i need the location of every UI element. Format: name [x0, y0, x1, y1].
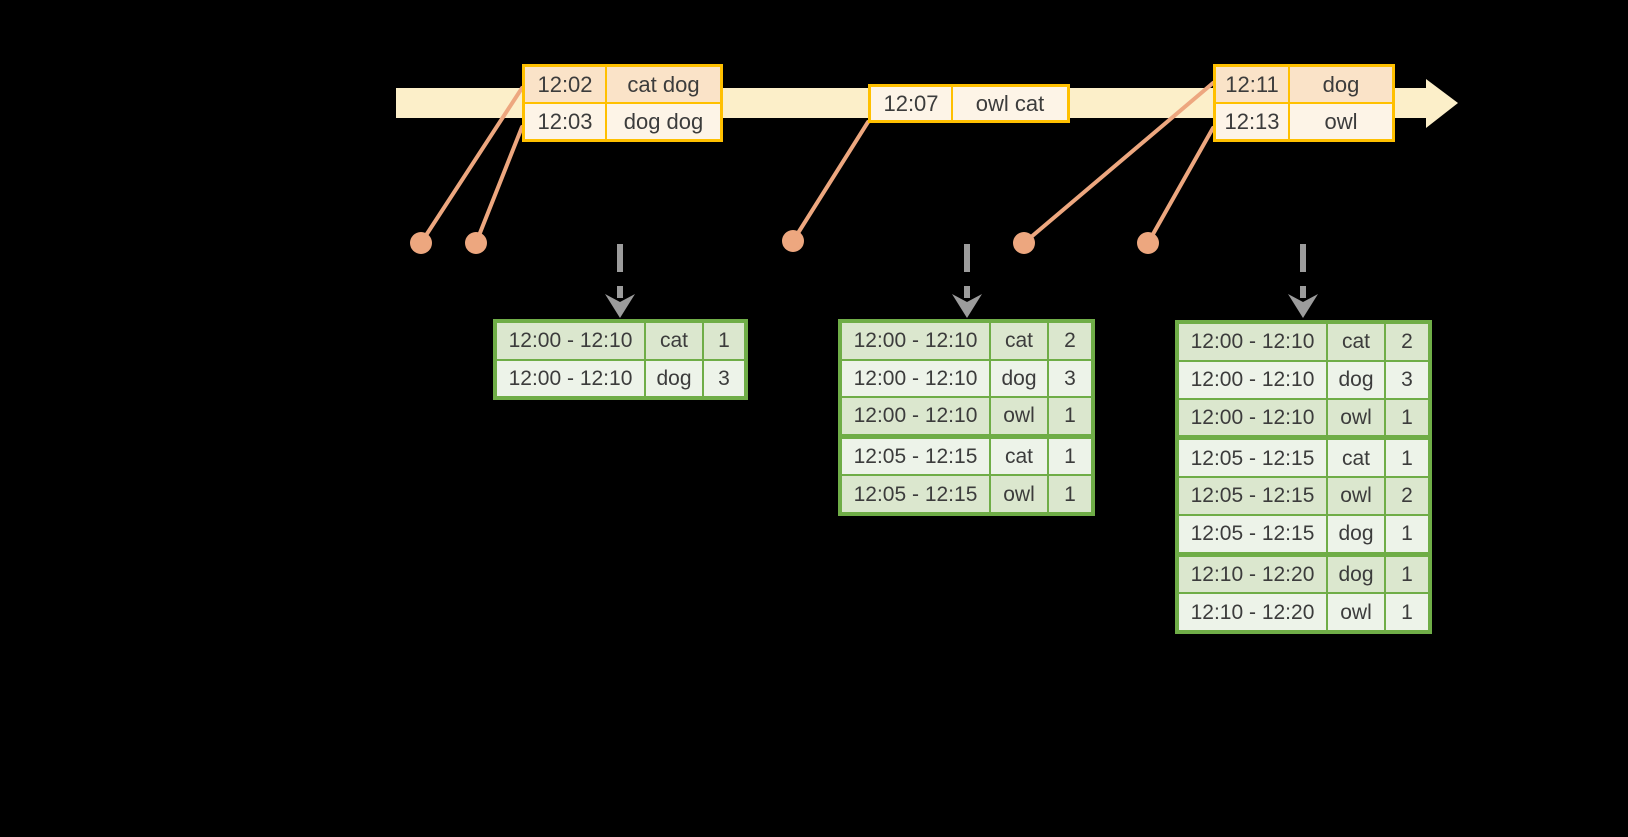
result-window: 12:00 - 12:10 — [842, 360, 989, 397]
trigger-arrow-right — [1288, 244, 1318, 318]
result-word: owl — [1328, 594, 1384, 630]
result-row: 12:05 - 12:15 owl 2 — [1179, 478, 1428, 514]
connector-line — [791, 120, 870, 243]
event-dot — [465, 232, 487, 254]
result-count: 1 — [1386, 399, 1428, 436]
result-count: 1 — [1386, 440, 1428, 476]
event-words: owl cat — [953, 87, 1067, 120]
event-words: dog — [1290, 67, 1392, 102]
connector-line — [1022, 81, 1215, 245]
result-row: 12:00 - 12:10 dog 3 — [1179, 361, 1428, 398]
event-dot — [1013, 232, 1035, 254]
connector-line — [419, 86, 524, 245]
result-window: 12:05 - 12:15 — [1179, 440, 1326, 476]
event-time: 12:11 — [1216, 67, 1288, 102]
result-window: 12:00 - 12:10 — [497, 360, 644, 396]
result-row: 12:10 - 12:20 owl 1 — [1179, 594, 1428, 630]
result-word: cat — [991, 323, 1047, 359]
result-word: owl — [1328, 399, 1384, 436]
result-row: 12:05 - 12:15 owl 1 — [842, 476, 1091, 512]
result-word: cat — [991, 438, 1047, 475]
result-count: 1 — [1049, 398, 1091, 434]
result-table-2: 12:00 - 12:10 cat 2 12:00 - 12:10 dog 3 … — [838, 319, 1095, 516]
result-row: 12:05 - 12:15 cat 1 — [1179, 440, 1428, 476]
result-word: cat — [1328, 440, 1384, 476]
result-window: 12:05 - 12:15 — [842, 476, 989, 512]
event-table-2: 12:07 owl cat — [868, 84, 1070, 123]
result-row: 12:05 - 12:15 dog 1 — [1179, 515, 1428, 552]
result-count: 3 — [1049, 360, 1091, 397]
result-count: 2 — [1386, 324, 1428, 360]
event-table-3: 12:11 dog 12:13 owl — [1213, 64, 1395, 142]
trigger-arrow-left — [605, 244, 635, 318]
result-window: 12:05 - 12:15 — [1179, 515, 1326, 552]
event-time: 12:03 — [525, 104, 605, 139]
result-row: 12:00 - 12:10 owl 1 — [842, 398, 1091, 434]
event-words: owl — [1290, 104, 1392, 139]
event-words: dog dog — [607, 104, 720, 139]
result-word: owl — [991, 476, 1047, 512]
result-window: 12:00 - 12:10 — [842, 398, 989, 434]
event-table-1: 12:02 cat dog 12:03 dog dog — [522, 64, 723, 142]
result-count: 3 — [704, 360, 744, 396]
connector-line — [1146, 126, 1215, 245]
result-table-3: 12:00 - 12:10 cat 2 12:00 - 12:10 dog 3 … — [1175, 320, 1432, 634]
event-row: 12:03 dog dog — [525, 104, 720, 139]
result-window: 12:00 - 12:10 — [497, 323, 644, 359]
result-count: 3 — [1386, 361, 1428, 398]
result-word: cat — [646, 323, 702, 359]
result-window: 12:10 - 12:20 — [1179, 556, 1326, 593]
trigger-arrow-middle — [952, 244, 982, 318]
result-word: dog — [1328, 515, 1384, 552]
result-window: 12:00 - 12:10 — [1179, 324, 1326, 360]
result-word: dog — [1328, 361, 1384, 398]
result-row: 12:05 - 12:15 cat 1 — [842, 438, 1091, 475]
result-count: 1 — [1386, 594, 1428, 630]
result-row: 12:00 - 12:10 owl 1 — [1179, 399, 1428, 436]
result-word: dog — [646, 360, 702, 396]
result-count: 1 — [1386, 556, 1428, 593]
result-window: 12:05 - 12:15 — [1179, 478, 1326, 514]
result-row: 12:00 - 12:10 dog 3 — [842, 360, 1091, 397]
event-row: 12:11 dog — [1216, 67, 1392, 102]
event-dot — [782, 230, 804, 252]
result-row: 12:00 - 12:10 dog 3 — [497, 360, 744, 396]
result-count: 1 — [1386, 515, 1428, 552]
connector-line — [474, 125, 524, 245]
result-row: 12:10 - 12:20 dog 1 — [1179, 556, 1428, 593]
result-window: 12:05 - 12:15 — [842, 438, 989, 475]
result-row: 12:00 - 12:10 cat 2 — [842, 323, 1091, 359]
event-time: 12:13 — [1216, 104, 1288, 139]
result-word: dog — [991, 360, 1047, 397]
result-row: 12:00 - 12:10 cat 2 — [1179, 324, 1428, 360]
result-count: 2 — [1386, 478, 1428, 514]
event-dot — [1137, 232, 1159, 254]
result-window: 12:00 - 12:10 — [842, 323, 989, 359]
event-time: 12:02 — [525, 67, 605, 102]
event-row: 12:02 cat dog — [525, 67, 720, 102]
result-row: 12:00 - 12:10 cat 1 — [497, 323, 744, 359]
result-count: 1 — [1049, 476, 1091, 512]
event-row: 12:13 owl — [1216, 104, 1392, 139]
event-words: cat dog — [607, 67, 720, 102]
event-dot — [410, 232, 432, 254]
result-count: 2 — [1049, 323, 1091, 359]
result-window: 12:10 - 12:20 — [1179, 594, 1326, 630]
result-word: owl — [991, 398, 1047, 434]
result-window: 12:00 - 12:10 — [1179, 399, 1326, 436]
result-count: 1 — [704, 323, 744, 359]
result-word: cat — [1328, 324, 1384, 360]
result-table-1: 12:00 - 12:10 cat 1 12:00 - 12:10 dog 3 — [493, 319, 748, 400]
result-word: dog — [1328, 556, 1384, 593]
event-time: 12:07 — [871, 87, 951, 120]
result-count: 1 — [1049, 438, 1091, 475]
result-window: 12:00 - 12:10 — [1179, 361, 1326, 398]
result-word: owl — [1328, 478, 1384, 514]
event-row: 12:07 owl cat — [871, 87, 1067, 120]
